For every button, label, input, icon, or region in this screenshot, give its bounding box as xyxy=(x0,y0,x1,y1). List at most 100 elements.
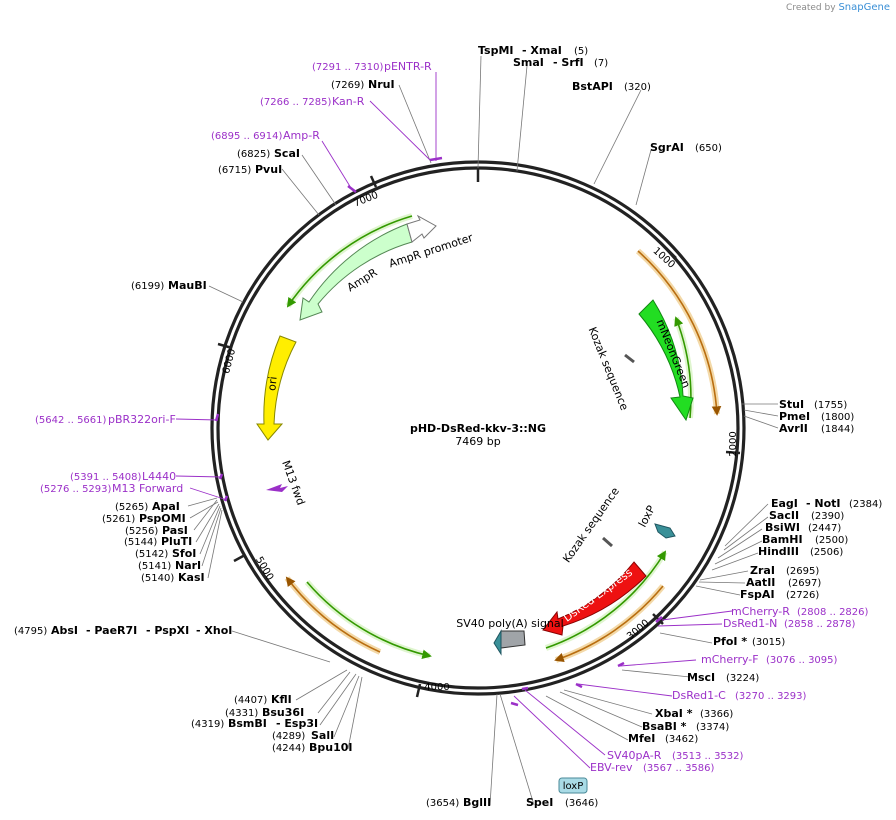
site-bamhi-pos: (2500) xyxy=(815,535,848,546)
primer-sv40pa-r: SV40pA-R xyxy=(607,749,662,762)
site-pspxi: - PspXI xyxy=(146,624,189,637)
site-zrai: ZraI xyxy=(750,564,775,577)
site-bsabi: BsaBI * xyxy=(642,720,687,733)
site-scai-pos: (6825) xyxy=(237,149,270,160)
site-aatii: AatII xyxy=(746,576,775,589)
site-maubi: MauBI xyxy=(168,279,207,292)
primer-l4440-range: (5391 .. 5408) xyxy=(70,472,142,483)
site-sacii: SacII xyxy=(769,509,799,522)
site-pspomi: PspOMI xyxy=(139,512,186,525)
sv40-label: SV40 poly(A) signal xyxy=(456,617,563,630)
site-mfei: MfeI xyxy=(628,732,655,745)
site-avrii: AvrII xyxy=(779,422,808,435)
primer-ampr-range: (6895 .. 6914) xyxy=(211,131,283,142)
site-kasi: KasI xyxy=(178,571,205,584)
site-xhoi: - XhoI xyxy=(196,624,232,637)
site-sfoi: SfoI xyxy=(172,547,196,560)
site-xmai: - XmaI xyxy=(522,44,562,57)
site-bsmbi: BsmBI xyxy=(228,717,267,730)
site-bsu36i-pos: (4331) xyxy=(225,708,258,719)
primer-dsred1-n: DsRed1-N xyxy=(723,617,777,630)
loxp-arrow xyxy=(654,523,676,539)
site-zrai-pos: (2695) xyxy=(786,566,819,577)
site-bsiwi-pos: (2447) xyxy=(808,523,841,534)
primer-dsred1-n-range: (2858 .. 2878) xyxy=(784,619,856,630)
site-nari-pos: (5141) xyxy=(138,561,171,572)
site-msci-pos: (3224) xyxy=(726,673,759,684)
primer-ebv-rev-range: (3567 .. 3586) xyxy=(643,763,715,774)
plasmid-name: pHD-DsRed-kkv-3::NG xyxy=(410,422,546,435)
m13-fwd-arrow xyxy=(266,484,288,492)
site-absi-pos: (4795) xyxy=(14,626,47,637)
credit-prefix: Created by xyxy=(786,3,836,13)
mneongreen-arrow xyxy=(638,299,694,422)
site-noti: - NotI xyxy=(806,497,841,510)
tick-2000: 2000 xyxy=(728,431,739,456)
ori-arrow xyxy=(256,335,297,441)
site-pvui-pos: (6715) xyxy=(218,165,251,176)
tick-marks xyxy=(217,168,741,698)
site-xbai-pos: (3366) xyxy=(700,709,733,720)
site-bpu10i: Bpu10I xyxy=(309,741,353,754)
site-pfoi: PfoI * xyxy=(713,635,747,648)
primer-pbr322: pBR322ori-F xyxy=(108,413,176,426)
primer-mcherry-f-range: (3076 .. 3095) xyxy=(766,655,838,666)
site-srfi: - SrfI xyxy=(553,56,584,69)
primer-mcherry-r: mCherry-R xyxy=(731,605,790,618)
cds-orange-left xyxy=(284,576,382,655)
primer-ampr: Amp-R xyxy=(283,129,320,142)
leader-lines xyxy=(187,55,779,806)
site-eagi-pos: (2384) xyxy=(849,499,882,510)
site-kfli: KflI xyxy=(271,693,292,706)
primer-m13fwd: M13 Forward xyxy=(112,482,183,495)
primer-pentr-range: (7291 .. 7310) xyxy=(312,62,384,73)
site-tspmi: TspMI xyxy=(478,44,514,57)
primer-m13fwd-range: (5276 .. 5293) xyxy=(40,484,112,495)
site-fspai: FspAI xyxy=(740,588,775,601)
site-pmei: PmeI xyxy=(779,410,810,423)
plasmid-length: 7469 bp xyxy=(455,435,500,448)
site-paer7i: - PaeR7I xyxy=(86,624,137,637)
sv40-arrowhead xyxy=(493,629,502,656)
site-pfoi-pos: (3015) xyxy=(752,637,785,648)
site-smai: SmaI xyxy=(513,56,544,69)
site-stui: StuI xyxy=(779,398,804,411)
site-apai: ApaI xyxy=(152,500,180,513)
site-nari: NarI xyxy=(175,559,201,572)
site-apai-pos: (5265) xyxy=(115,502,148,513)
primer-pbr322-range: (5642 .. 5661) xyxy=(35,415,107,426)
cds-orange-right xyxy=(635,248,720,415)
site-bsmbi-pos: (4319) xyxy=(191,719,224,730)
site-pspomi-pos: (5261) xyxy=(102,514,135,525)
site-bsabi-pos: (3374) xyxy=(696,722,729,733)
site-sfoi-pos: (5142) xyxy=(135,549,168,560)
site-fspai-pos: (2726) xyxy=(786,590,819,601)
site-kasi-pos: (5140) xyxy=(141,573,174,584)
site-eagi: EagI xyxy=(771,497,798,510)
site-msci: MscI xyxy=(687,671,715,684)
site-bstapi: BstAPI xyxy=(572,80,613,93)
primer-mcherry-f: mCherry-F xyxy=(701,653,759,666)
sv40-feature xyxy=(500,630,526,649)
site-sgrai-pos: (650) xyxy=(695,143,722,154)
site-sacii-pos: (2390) xyxy=(811,511,844,522)
site-pasi-pos: (5256) xyxy=(125,526,158,537)
site-bglii-pos: (3654) xyxy=(426,798,459,809)
site-xbai: XbaI * xyxy=(655,707,693,720)
site-bamhi: BamHI xyxy=(762,533,803,546)
tick-5000: 5000 xyxy=(253,555,275,583)
site-kfli-pos: (4407) xyxy=(234,695,267,706)
primer-l4440: L4440 xyxy=(142,470,176,483)
site-hindiii: HindIII xyxy=(758,545,799,558)
site-avrii-pos: (1844) xyxy=(821,424,854,435)
site-spei: SpeI xyxy=(526,796,553,809)
kozak-marker-2 xyxy=(602,536,613,548)
site-esp3i: - Esp3I xyxy=(276,717,318,730)
primer-pentr: pENTR-R xyxy=(384,60,432,73)
ori-label: ori xyxy=(265,376,279,392)
site-tspmi-pos: (5) xyxy=(574,46,588,57)
site-nrui: NruI xyxy=(368,78,395,91)
loxp-label: loxP xyxy=(636,503,658,529)
snapgene-logo-text: SnapGene xyxy=(838,2,890,13)
